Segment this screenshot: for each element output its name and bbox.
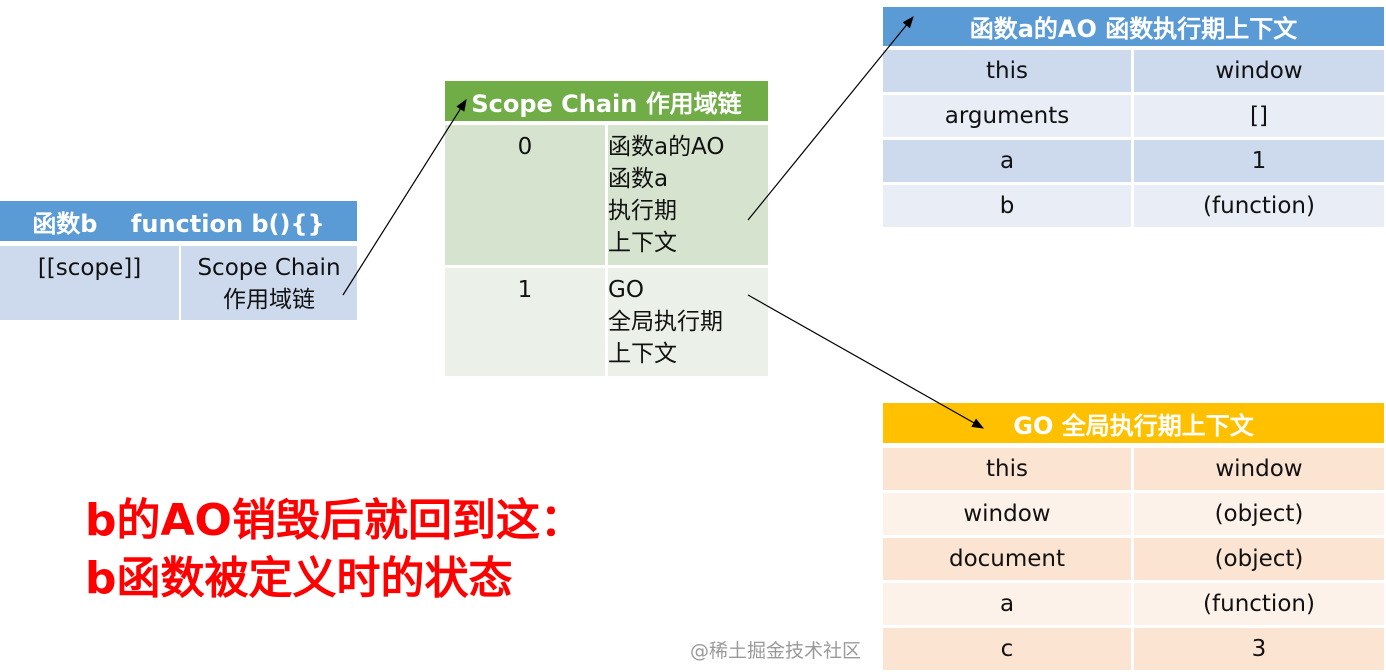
go-key: window	[883, 493, 1131, 535]
scope-chain-header: Scope Chain 作用域链	[445, 81, 768, 121]
ao_a-key: b	[883, 185, 1131, 227]
go-value: window	[1134, 448, 1384, 490]
value-line: 函数a	[608, 166, 669, 192]
arrow-chain0-to-ao	[747, 16, 914, 221]
go-value: (object)	[1134, 538, 1384, 580]
ao_a-value: (function)	[1134, 185, 1384, 227]
func-b-header: 函数b function b(){}	[0, 201, 357, 241]
go-key: a	[883, 583, 1131, 625]
func-b-scope-key: [[scope]]	[0, 246, 179, 320]
go-value: (object)	[1134, 493, 1384, 535]
value-line: 作用域链	[223, 287, 315, 313]
value-line: 执行期	[608, 198, 677, 224]
go-value: (function)	[1134, 583, 1384, 625]
arrow-scope-to-chain	[342, 98, 467, 296]
value-line: Scope Chain	[197, 255, 341, 281]
go-header: GO 全局执行期上下文	[883, 403, 1384, 443]
ao_a-key: this	[883, 50, 1131, 92]
value-line: 函数a的AO	[608, 134, 725, 160]
arrow-chain1-to-go	[747, 294, 985, 429]
go-value: 3	[1134, 628, 1384, 670]
value-line: 上下文	[608, 230, 677, 256]
scope-chain-index: 0	[445, 125, 605, 265]
scope-chain-value: 函数a的AO 函数a 执行期 上下文	[608, 125, 768, 265]
ao_a-value: 1	[1134, 140, 1384, 182]
ao_a-key: arguments	[883, 95, 1131, 137]
ao_a-value: window	[1134, 50, 1384, 92]
ao_a-key: a	[883, 140, 1131, 182]
go-key: document	[883, 538, 1131, 580]
note-line-1: b的AO销毁后就回到这：	[85, 495, 584, 546]
func-b-scope-value: Scope Chain 作用域链	[181, 246, 357, 320]
value-line: 上下文	[608, 341, 677, 367]
ao_a-value: []	[1134, 95, 1384, 137]
value-line: 全局执行期	[608, 309, 723, 335]
ao-a-header: 函数a的AO 函数执行期上下文	[883, 7, 1384, 46]
value-line: GO	[608, 277, 644, 303]
go-key: this	[883, 448, 1131, 490]
note-line-2: b函数被定义时的状态	[85, 553, 513, 604]
go-key: c	[883, 628, 1131, 670]
scope-chain-value: GO 全局执行期 上下文	[608, 268, 768, 376]
watermark: @稀土掘金技术社区	[690, 640, 862, 662]
scope-chain-index: 1	[445, 268, 605, 376]
